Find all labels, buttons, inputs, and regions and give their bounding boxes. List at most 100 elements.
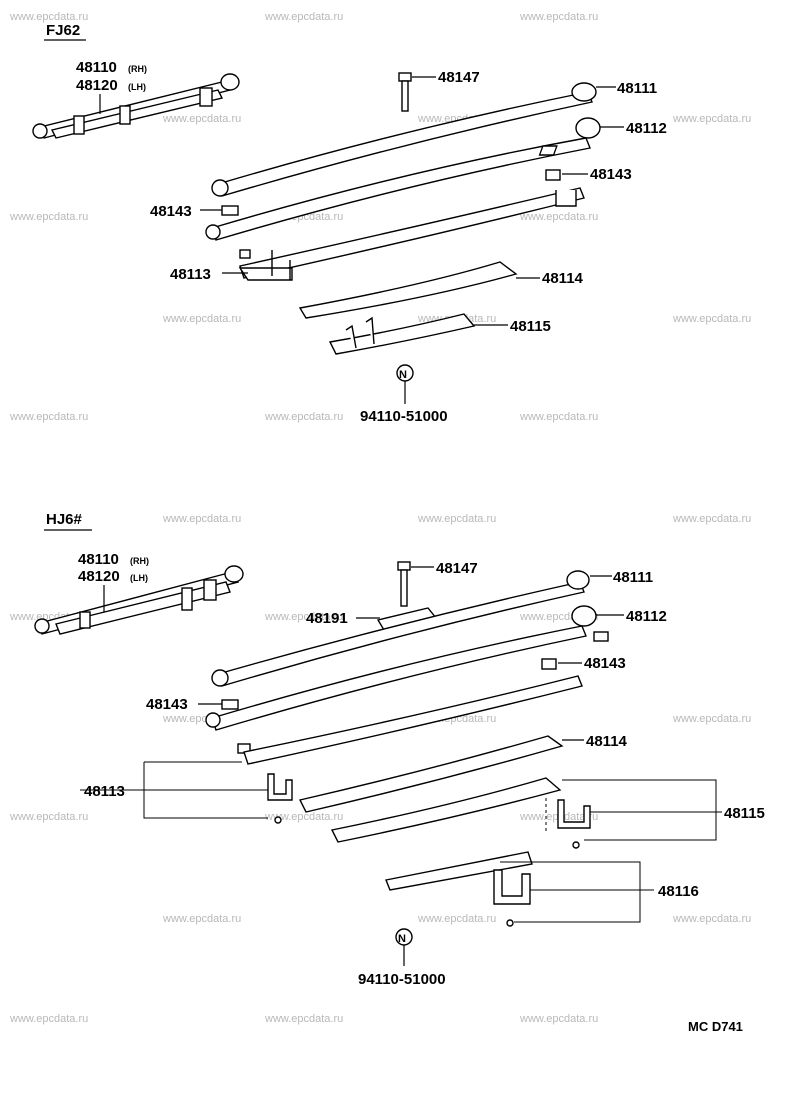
watermark: www.epcdata.ru bbox=[9, 811, 88, 823]
spring-assembly-clip bbox=[73, 115, 85, 135]
bolt-shank bbox=[400, 569, 408, 607]
watermark: www.epcdata.ru bbox=[162, 913, 241, 925]
spring-assembly-thumbnail bbox=[32, 73, 240, 139]
watermark: www.epcdata.ru bbox=[672, 313, 751, 325]
label-bolt: 48147 bbox=[438, 69, 480, 86]
label-leaf-4: 48114 bbox=[542, 270, 584, 287]
watermark: www.epcdata.ru bbox=[9, 11, 88, 23]
leaf-4 bbox=[298, 735, 564, 813]
label-lh-tag: (LH) bbox=[128, 82, 146, 92]
watermark: www.epcdata.ru bbox=[417, 513, 496, 525]
clip-pad bbox=[538, 145, 558, 156]
spring-assembly-eye-front bbox=[32, 123, 48, 139]
model-title: HJ6# bbox=[46, 511, 83, 528]
section-fj62: FJ62 48110 (RH) 48120 (LH) 48147 48111 bbox=[32, 22, 667, 425]
watermark: www.epcdata.ru bbox=[264, 611, 343, 623]
leaf-6 bbox=[385, 851, 533, 891]
clip-pad bbox=[239, 249, 251, 259]
label-spacer: 48191 bbox=[306, 610, 348, 627]
label-nut: 94110-51000 bbox=[360, 408, 448, 425]
spring-assembly-thumbnail bbox=[34, 565, 244, 635]
spring-assembly-clip bbox=[203, 579, 217, 601]
label-leaf-2: 48112 bbox=[626, 120, 667, 137]
label-leaf-clip: 48113 bbox=[84, 783, 125, 800]
bolt-shank bbox=[401, 80, 409, 112]
label-rh-tag: (RH) bbox=[130, 556, 149, 566]
leaf-1-eye-front bbox=[211, 179, 229, 197]
leaf-3 bbox=[239, 187, 585, 279]
label-leaf-6: 48116 bbox=[658, 883, 699, 900]
leaf-5 bbox=[330, 777, 562, 843]
leaf-5-clip-u bbox=[557, 799, 591, 829]
watermark: www.epcdata.ru bbox=[672, 913, 751, 925]
spring-assembly-eye-rear bbox=[224, 565, 244, 583]
label-leaf-1: 48111 bbox=[613, 569, 653, 586]
label-leaf-1: 48111 bbox=[617, 80, 657, 97]
footer-code: MC D741 bbox=[688, 1019, 743, 1034]
leaf-2 bbox=[211, 137, 591, 241]
leaf-5 bbox=[328, 313, 476, 355]
watermark: www.epcdata.ru bbox=[672, 513, 751, 525]
label-clip-right: 48143 bbox=[584, 655, 626, 672]
watermark: www.epcdata.ru bbox=[9, 1013, 88, 1025]
label-leaf-5: 48115 bbox=[724, 805, 765, 822]
leaf-3-clip-tabs bbox=[271, 250, 291, 280]
watermark: www.epcdata.ru bbox=[264, 811, 343, 823]
bracket-leaf-clip bbox=[80, 761, 268, 819]
leaf-1-eye-rear bbox=[566, 570, 590, 590]
clip-pad bbox=[221, 205, 239, 216]
watermark: www.epcdata.ru bbox=[9, 411, 88, 423]
spring-assembly-leaf bbox=[50, 89, 224, 139]
nut-symbol: N bbox=[399, 369, 407, 381]
leaf-5-clip bbox=[345, 316, 375, 349]
nut-symbol: N bbox=[398, 933, 406, 945]
label-leaf-clip: 48113 bbox=[170, 266, 211, 283]
watermark: www.epcdata.ru bbox=[162, 113, 241, 125]
label-clip-right: 48143 bbox=[590, 166, 632, 183]
leaf-1 bbox=[217, 91, 593, 197]
watermark: www.epcdata.ru bbox=[264, 1013, 343, 1025]
center-bolt bbox=[397, 561, 411, 607]
spring-assembly-clip bbox=[119, 105, 131, 125]
leaf-1-eye-front bbox=[211, 669, 229, 687]
watermark: www.epcdata.ru bbox=[162, 313, 241, 325]
leaf-3-clip-plate bbox=[238, 267, 293, 281]
spring-assembly-clip bbox=[199, 87, 213, 107]
bracket-leaf-5 bbox=[562, 779, 722, 841]
leaf-4 bbox=[298, 261, 518, 319]
label-nut: 94110-51000 bbox=[358, 971, 446, 988]
leaf-6-clip-rivet bbox=[506, 919, 514, 927]
leaf-3-clip-rear bbox=[555, 190, 577, 207]
leaf-2-eye-rear bbox=[571, 605, 597, 627]
label-leaf-2: 48112 bbox=[626, 608, 667, 625]
leaf-clip-u bbox=[267, 773, 293, 801]
bolt-head bbox=[398, 72, 412, 82]
bracket-leaf-6 bbox=[500, 861, 654, 923]
clip-pad bbox=[541, 658, 557, 670]
label-clip-left: 48143 bbox=[146, 696, 188, 713]
label-leaf-5: 48115 bbox=[510, 318, 551, 335]
label-spring-rh: 48110 bbox=[78, 551, 119, 568]
leaf-3 bbox=[243, 675, 583, 765]
watermark: www.epcdata.ru bbox=[264, 411, 343, 423]
clip-pad bbox=[545, 169, 561, 181]
spring-assembly-clip bbox=[79, 611, 91, 629]
label-spring-rh: 48110 bbox=[76, 59, 117, 76]
label-rh-tag: (RH) bbox=[128, 64, 147, 74]
leaf-1-eye-rear bbox=[571, 82, 597, 102]
watermark: www.epcdata.ru bbox=[672, 113, 751, 125]
leaf-2-eye-front bbox=[205, 712, 221, 728]
label-spring-lh: 48120 bbox=[76, 77, 118, 94]
clip-pad bbox=[221, 699, 239, 710]
leaf-2 bbox=[211, 625, 587, 731]
watermark: www.epcdata.ru bbox=[162, 513, 241, 525]
label-leaf-4: 48114 bbox=[586, 733, 628, 750]
watermark: www.epcdata.ru bbox=[519, 211, 598, 223]
watermark: www.epcdata.ru bbox=[264, 11, 343, 23]
watermark: www.epcdata.ru bbox=[519, 1013, 598, 1025]
watermark: www.epcdata.ru bbox=[519, 411, 598, 423]
watermark: www.epcdata.ru bbox=[519, 11, 598, 23]
leaf-2-eye-rear bbox=[575, 117, 601, 139]
label-spring-lh: 48120 bbox=[78, 568, 120, 585]
